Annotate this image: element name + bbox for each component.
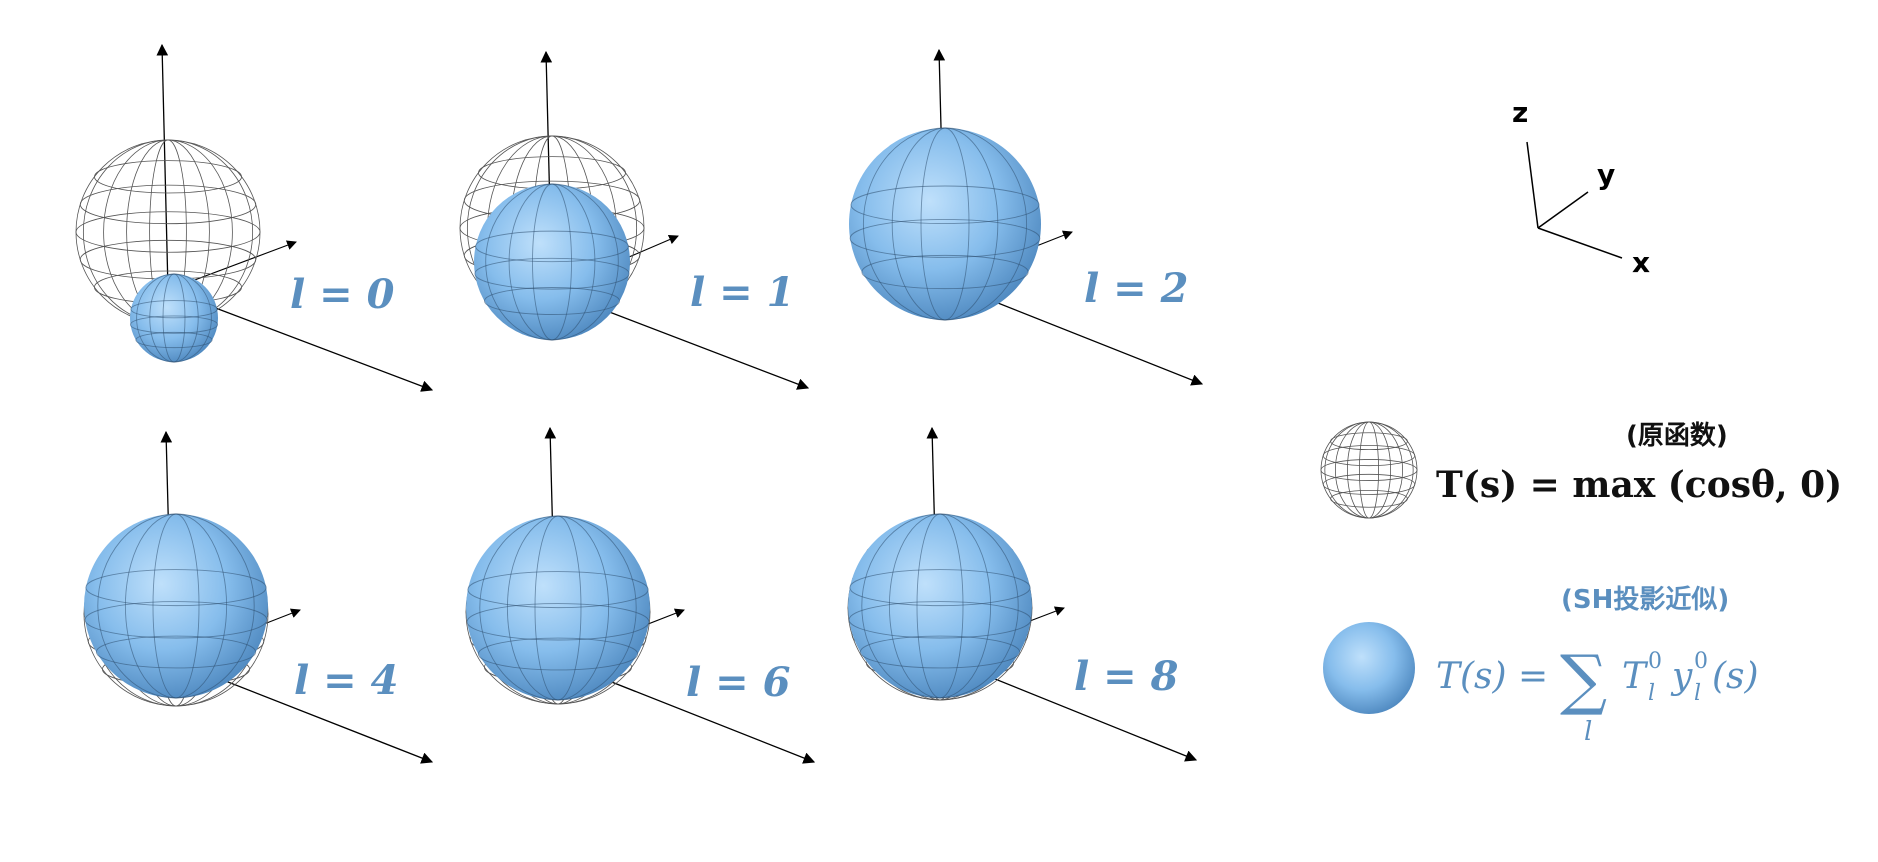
legend-original: (原函数) T(s) = max (cosθ, 0) bbox=[1320, 421, 1842, 519]
order-label: l = 1 bbox=[690, 269, 794, 316]
axes-key: z y x bbox=[1512, 96, 1650, 279]
order-label: l = 0 bbox=[290, 271, 395, 318]
sum-index: l bbox=[1584, 717, 1592, 747]
sh-panel-2: l = 1 bbox=[459, 50, 810, 390]
sh-approx-sphere bbox=[84, 513, 268, 699]
sh-approx-sphere bbox=[474, 183, 630, 341]
axis-key-y-line bbox=[1537, 191, 1589, 229]
order-label: l = 2 bbox=[1084, 265, 1188, 312]
approx-note: (SH投影近似) bbox=[1561, 585, 1729, 615]
term-y-sub: l bbox=[1694, 681, 1701, 706]
term-T: T bbox=[1622, 656, 1649, 697]
wireframe-sphere-icon bbox=[1320, 421, 1418, 519]
sh-approx-sphere bbox=[130, 273, 218, 363]
axis-key-y-label: y bbox=[1597, 158, 1615, 191]
sh-approx-sphere bbox=[466, 515, 650, 701]
term-y-sup: 0 bbox=[1694, 649, 1708, 674]
order-label: l = 8 bbox=[1074, 653, 1178, 700]
solid-sphere-icon bbox=[1323, 622, 1415, 714]
sh-approx-sphere bbox=[849, 127, 1041, 321]
axis-key-x-label: x bbox=[1632, 246, 1650, 279]
sh-panel-6: l = 8 bbox=[847, 426, 1198, 762]
sh-panel-5: l = 6 bbox=[465, 426, 816, 764]
legend-approx: (SH投影近似) T(s) = ∑ l T 0 l y 0 l (s) bbox=[1323, 585, 1759, 747]
sh-panel-4: l = 4 bbox=[83, 430, 434, 764]
axis-key-x-line bbox=[1537, 227, 1623, 259]
original-formula: T(s) = max (cosθ, 0) bbox=[1436, 464, 1842, 506]
approx-formula-lhs: T(s) = bbox=[1436, 656, 1548, 697]
term-T-sub: l bbox=[1648, 681, 1655, 706]
term-tail: (s) bbox=[1712, 656, 1759, 697]
order-label: l = 4 bbox=[294, 657, 398, 704]
sh-panel-1: l = 0 bbox=[75, 43, 434, 392]
sh-approx-sphere bbox=[848, 513, 1032, 699]
term-T-sup: 0 bbox=[1648, 649, 1662, 674]
z-axis-arrow bbox=[156, 43, 169, 291]
sum-symbol: ∑ bbox=[1560, 641, 1607, 718]
axis-key-z-label: z bbox=[1512, 96, 1528, 129]
axis-key-z-line bbox=[1526, 141, 1539, 229]
term-y: y bbox=[1670, 656, 1693, 697]
sh-panel-3: l = 2 bbox=[849, 48, 1204, 386]
order-label: l = 6 bbox=[686, 659, 790, 706]
original-note: (原函数) bbox=[1626, 421, 1728, 451]
